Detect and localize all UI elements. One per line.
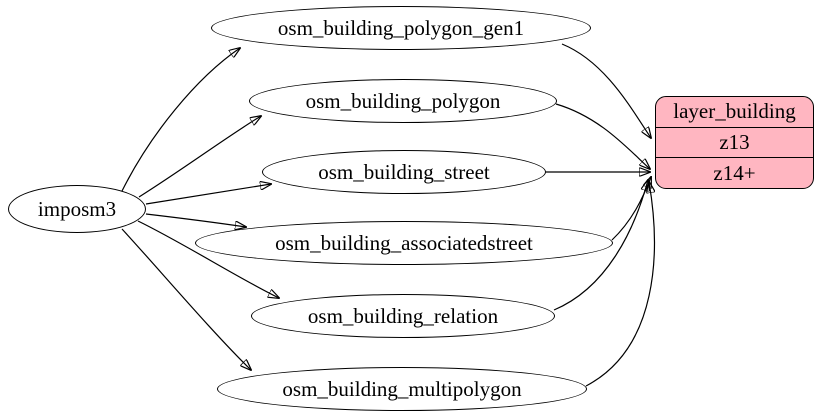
edge-osm_building_associatedstreet-to-z14	[611, 177, 651, 241]
edge-imposm3-to-osm_building_associatedstreet	[145, 213, 246, 227]
node-osm_building_multipolygon: osm_building_multipolygon	[217, 367, 587, 411]
node-osm_building_polygon_gen1-label: osm_building_polygon_gen1	[277, 15, 525, 40]
node-osm_building_multipolygon-label: osm_building_multipolygon	[282, 376, 522, 401]
edge-osm_building_polygon-to-z14	[555, 103, 650, 169]
layer-building-row-z14: z14+	[656, 157, 813, 188]
edge-imposm3-to-osm_building_street	[145, 184, 271, 205]
node-osm_building_street: osm_building_street	[262, 150, 546, 194]
node-osm_building_associatedstreet-label: osm_building_associatedstreet	[275, 230, 533, 255]
layer-building-row-z13-label: z13	[719, 130, 750, 154]
layer-building-row-z13: z13	[656, 126, 813, 158]
layer-building-title: layer_building	[673, 99, 796, 124]
layer-building-title-row: layer_building	[656, 97, 813, 127]
edge-osm_building_polygon_gen1-to-z13	[561, 43, 651, 138]
node-osm_building_relation-label: osm_building_relation	[307, 303, 499, 328]
node-imposm3-label: imposm3	[37, 196, 117, 221]
node-layer_building: layer_building z13 z14+	[655, 96, 814, 189]
node-osm_building_polygon-label: osm_building_polygon	[305, 88, 501, 113]
edge-imposm3-to-osm_building_polygon	[138, 116, 261, 198]
node-imposm3: imposm3	[8, 185, 146, 233]
node-osm_building_polygon_gen1: osm_building_polygon_gen1	[211, 6, 591, 50]
node-osm_building_relation: osm_building_relation	[251, 294, 555, 338]
node-osm_building_street-label: osm_building_street	[318, 159, 490, 184]
edge-osm_building_multipolygon-to-z14	[585, 182, 654, 387]
node-osm_building_associatedstreet: osm_building_associatedstreet	[195, 221, 613, 265]
layer-building-row-z14-label: z14+	[713, 160, 756, 185]
node-osm_building_polygon: osm_building_polygon	[249, 79, 557, 123]
edge-imposm3-to-osm_building_polygon_gen1	[121, 48, 240, 192]
